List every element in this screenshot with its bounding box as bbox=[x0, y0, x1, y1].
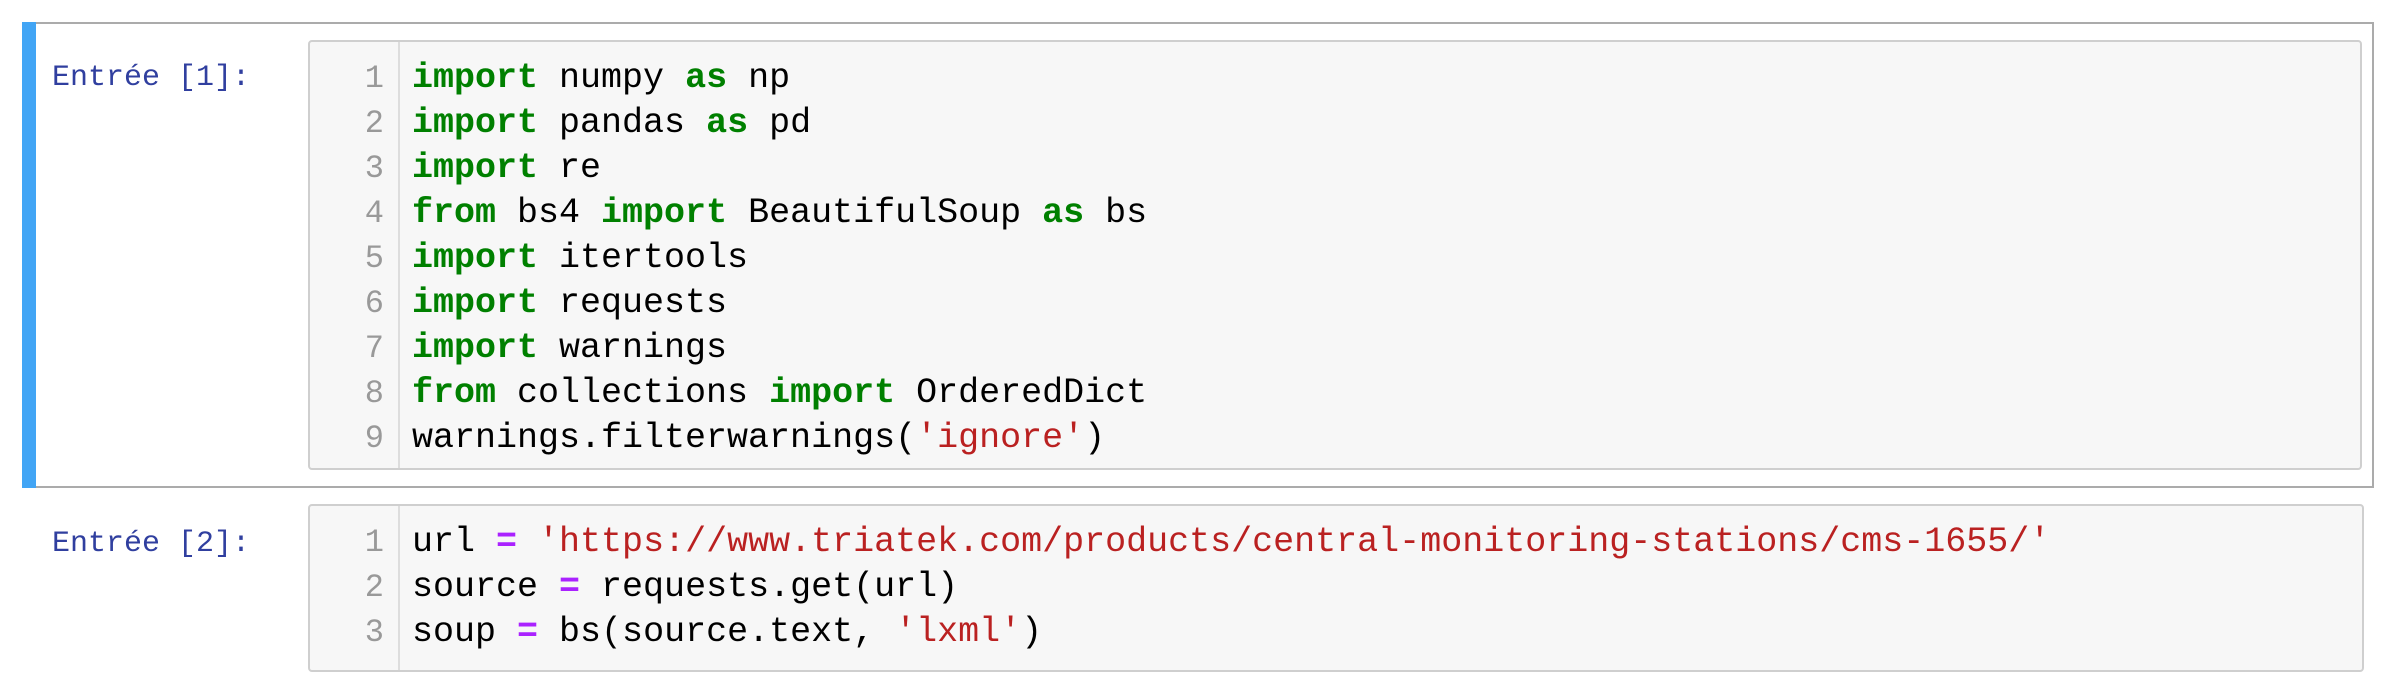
code-token: np bbox=[727, 58, 791, 98]
code-cell-1[interactable]: Entrée [1]: 1 import numpy as np 2 import p… bbox=[22, 22, 2374, 488]
keyword-token: import bbox=[412, 283, 539, 323]
code-line[interactable]: 7 import warnings bbox=[310, 326, 2360, 371]
code-text: import re bbox=[398, 146, 601, 191]
code-line[interactable]: 2 import pandas as pd bbox=[310, 101, 2360, 146]
code-text: url = 'https://www.triatek.com/products/… bbox=[398, 520, 2050, 565]
code-line[interactable]: 1 url = 'https://www.triatek.com/products… bbox=[310, 520, 2362, 565]
code-token: warnings.filterwarnings( bbox=[412, 418, 917, 458]
line-number: 3 bbox=[364, 150, 384, 187]
line-number: 7 bbox=[364, 330, 384, 367]
line-number: 1 bbox=[364, 524, 384, 561]
line-number: 2 bbox=[364, 569, 384, 606]
code-editor[interactable]: 1 url = 'https://www.triatek.com/products… bbox=[308, 504, 2364, 672]
code-line[interactable]: 4 from bs4 import BeautifulSoup as bs bbox=[310, 191, 2360, 236]
selected-cell-indicator bbox=[22, 22, 36, 488]
line-number: 5 bbox=[364, 240, 384, 277]
code-token: requests bbox=[538, 283, 728, 323]
code-text: import pandas as pd bbox=[398, 101, 811, 146]
code-line[interactable]: 9 warnings.filterwarnings('ignore') bbox=[310, 416, 2360, 461]
code-text: from collections import OrderedDict bbox=[398, 371, 1147, 416]
code-line[interactable]: 8 from collections import OrderedDict bbox=[310, 371, 2360, 416]
line-number: 3 bbox=[364, 614, 384, 651]
line-number: 2 bbox=[364, 105, 384, 142]
code-line[interactable]: 3 soup = bs(source.text, 'lxml') bbox=[310, 610, 2362, 655]
code-text: import itertools bbox=[398, 236, 748, 281]
code-token: pandas bbox=[538, 103, 707, 143]
operator-token: = bbox=[517, 612, 539, 652]
keyword-token: from bbox=[412, 373, 497, 413]
code-line[interactable]: 6 import requests bbox=[310, 281, 2360, 326]
code-token: ) bbox=[1084, 418, 1106, 458]
operator-token: = bbox=[496, 522, 518, 562]
string-token: 'ignore' bbox=[916, 418, 1085, 458]
code-cell-2[interactable]: Entrée [2]: 1 url = 'https://www.triatek.… bbox=[22, 500, 2374, 672]
code-token: requests.get(url) bbox=[580, 567, 959, 607]
string-token: 'https://www.triatek.com/products/centra… bbox=[538, 522, 2051, 562]
keyword-token: import bbox=[412, 328, 539, 368]
code-token: source bbox=[412, 567, 560, 607]
code-token: numpy bbox=[538, 58, 686, 98]
code-text: import warnings bbox=[398, 326, 727, 371]
code-token: bs bbox=[1084, 193, 1148, 233]
code-text: warnings.filterwarnings('ignore') bbox=[398, 416, 1105, 461]
input-prompt: Entrée [1]: bbox=[52, 61, 251, 95]
line-number-gutter bbox=[310, 506, 400, 670]
keyword-token: import bbox=[769, 373, 896, 413]
keyword-token: import bbox=[601, 193, 728, 233]
code-token: bs(source.text, bbox=[538, 612, 896, 652]
code-text: import requests bbox=[398, 281, 727, 326]
keyword-token: import bbox=[412, 238, 539, 278]
code-line[interactable]: 2 source = requests.get(url) bbox=[310, 565, 2362, 610]
code-line[interactable]: 3 import re bbox=[310, 146, 2360, 191]
code-token: warnings bbox=[538, 328, 728, 368]
line-number: 8 bbox=[364, 375, 384, 412]
keyword-token: as bbox=[706, 103, 749, 143]
line-number: 9 bbox=[364, 420, 384, 457]
code-token bbox=[517, 522, 538, 562]
keyword-token: import bbox=[412, 58, 539, 98]
code-token: OrderedDict bbox=[895, 373, 1148, 413]
code-token: itertools bbox=[538, 238, 749, 278]
keyword-token: import bbox=[412, 103, 539, 143]
input-prompt: Entrée [2]: bbox=[52, 527, 251, 561]
code-text: soup = bs(source.text, 'lxml') bbox=[398, 610, 1042, 655]
keyword-token: from bbox=[412, 193, 497, 233]
code-token: url bbox=[412, 522, 497, 562]
line-number: 6 bbox=[364, 285, 384, 322]
code-text: source = requests.get(url) bbox=[398, 565, 958, 610]
line-number: 4 bbox=[364, 195, 384, 232]
code-token: pd bbox=[748, 103, 812, 143]
code-token: soup bbox=[412, 612, 518, 652]
line-number: 1 bbox=[364, 60, 384, 97]
code-text: from bs4 import BeautifulSoup as bs bbox=[398, 191, 1147, 236]
keyword-token: as bbox=[1042, 193, 1085, 233]
code-text: import numpy as np bbox=[398, 56, 790, 101]
operator-token: = bbox=[559, 567, 581, 607]
code-token: BeautifulSoup bbox=[727, 193, 1043, 233]
line-number-gutter bbox=[310, 42, 400, 468]
code-token: re bbox=[538, 148, 602, 188]
code-token: ) bbox=[1021, 612, 1043, 652]
code-token: bs4 bbox=[496, 193, 602, 233]
code-line[interactable]: 1 import numpy as np bbox=[310, 56, 2360, 101]
string-token: 'lxml' bbox=[895, 612, 1022, 652]
keyword-token: as bbox=[685, 58, 728, 98]
keyword-token: import bbox=[412, 148, 539, 188]
code-line[interactable]: 5 import itertools bbox=[310, 236, 2360, 281]
code-token: collections bbox=[496, 373, 770, 413]
